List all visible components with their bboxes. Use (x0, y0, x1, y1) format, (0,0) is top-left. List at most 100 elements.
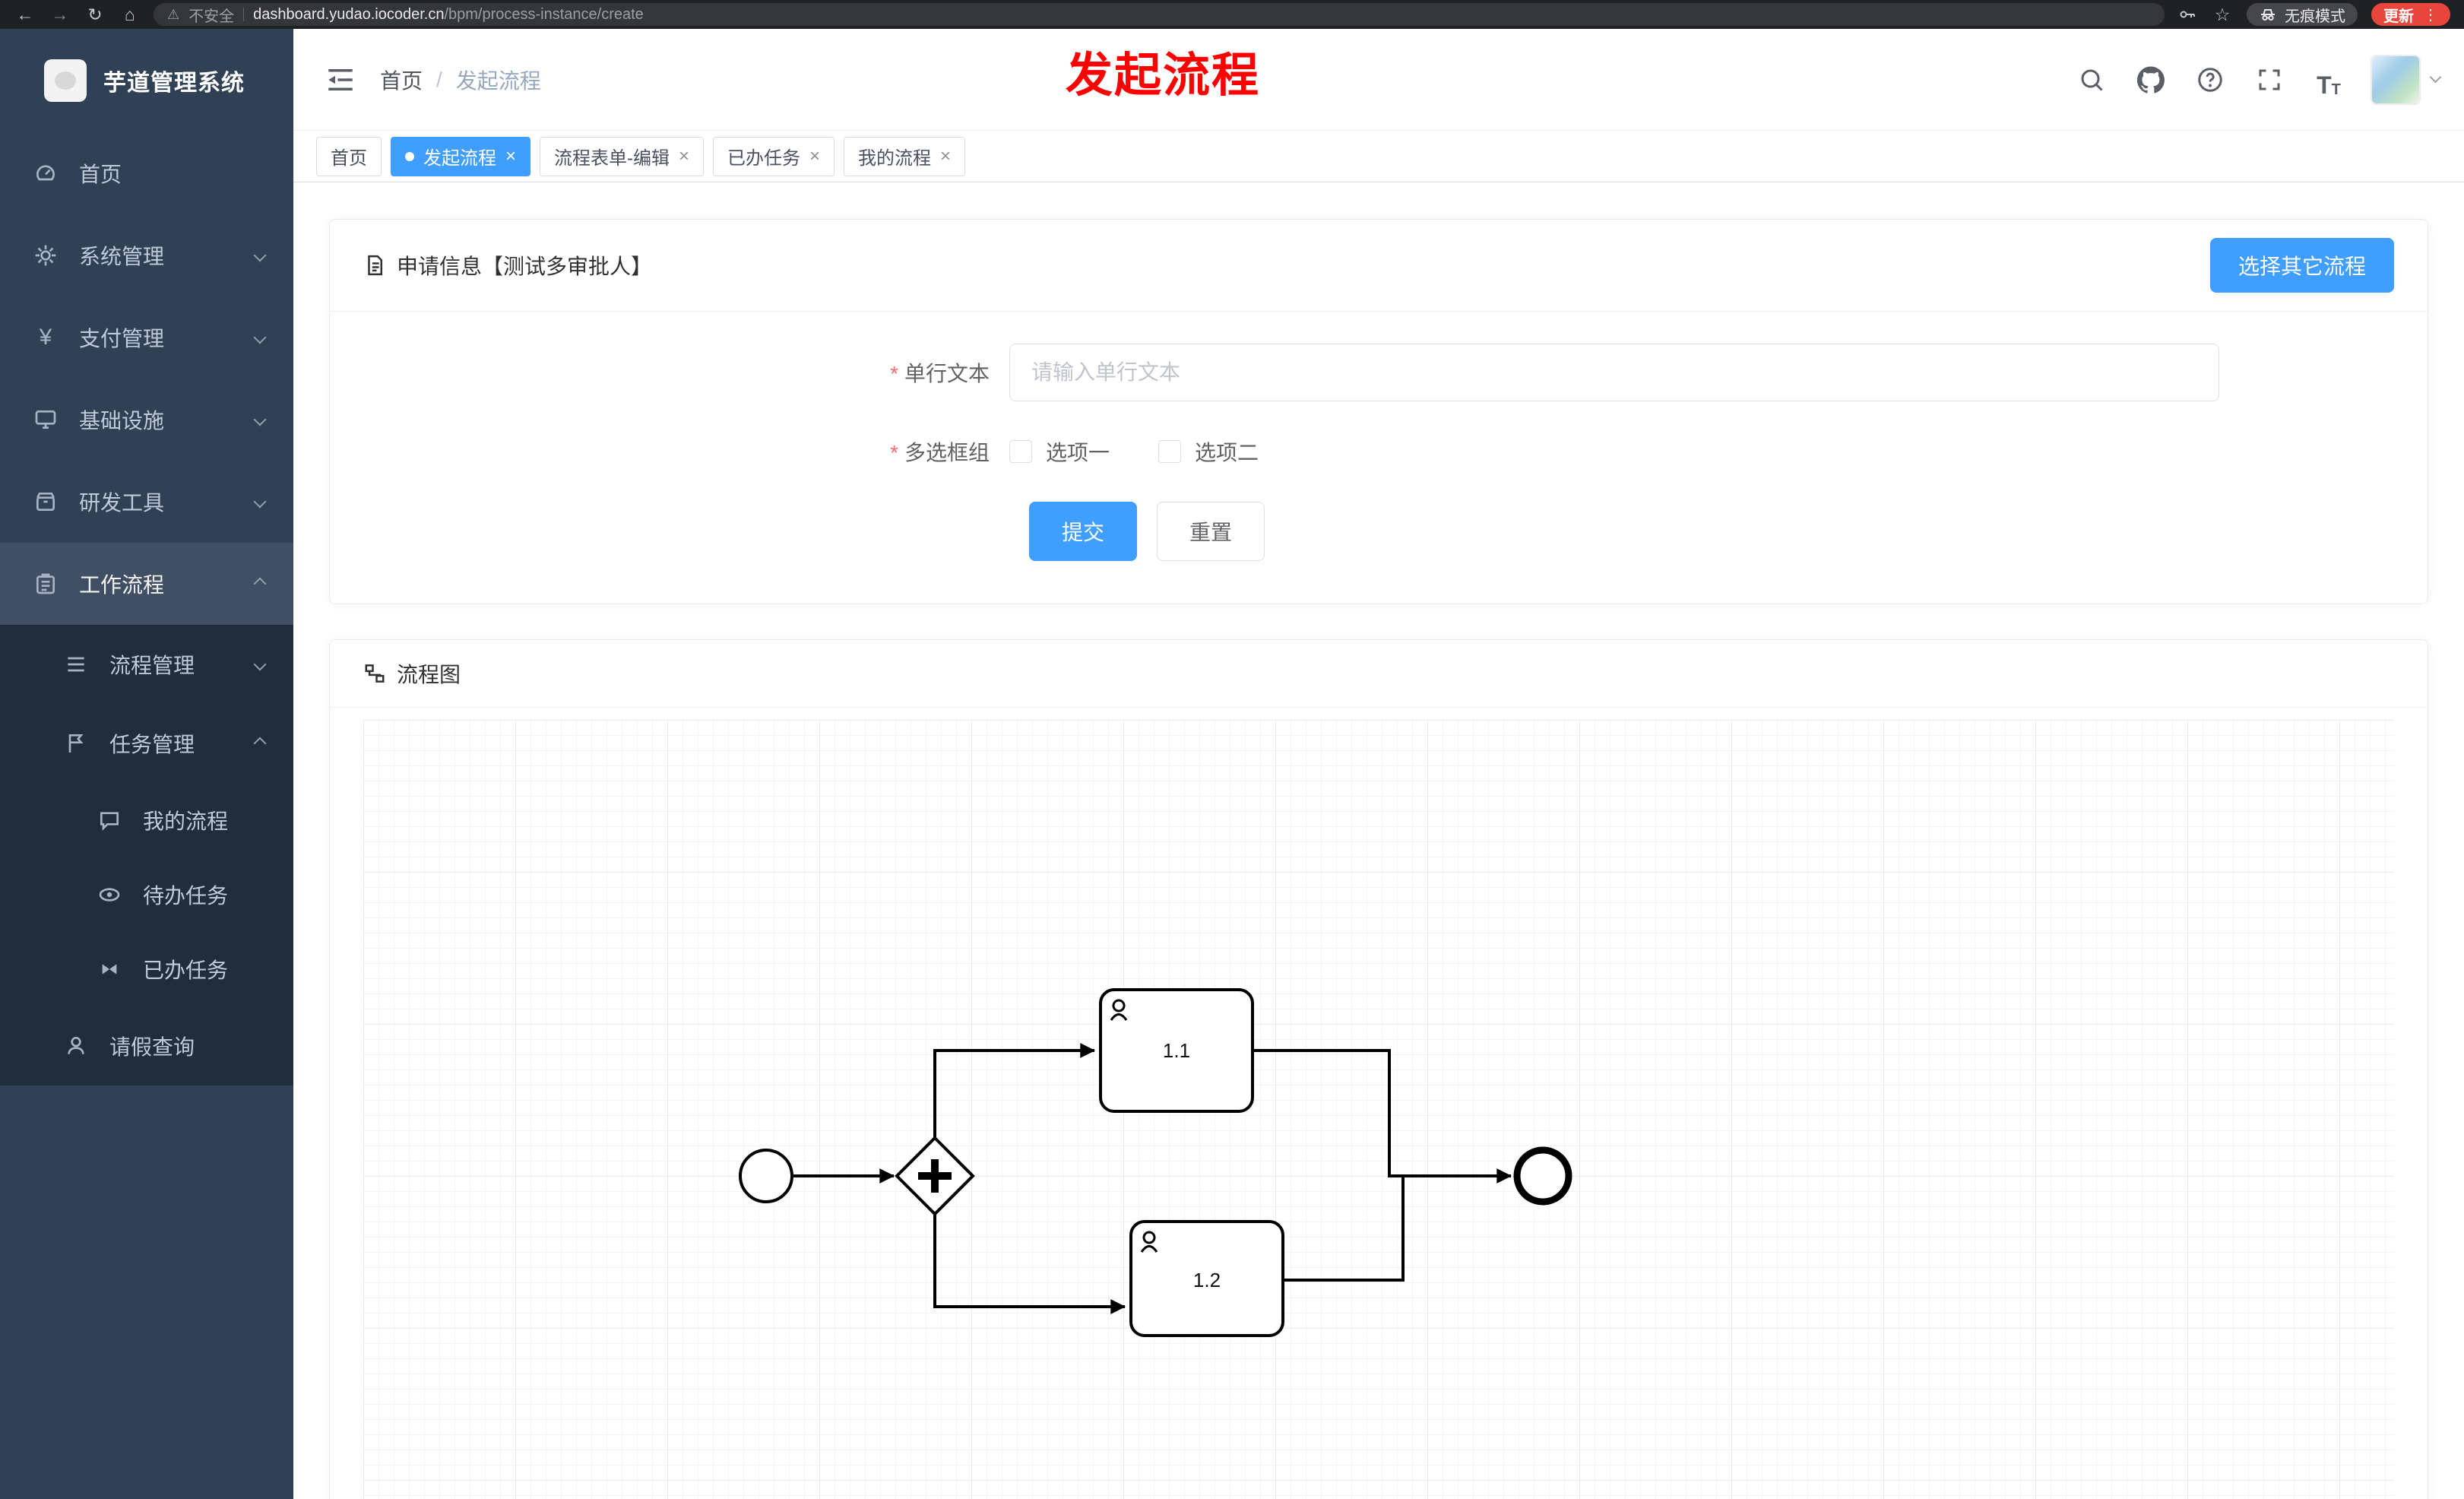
parallel-gateway[interactable] (895, 1136, 975, 1216)
flow-task2-to-end (1283, 1176, 1405, 1282)
app-logo[interactable]: 芋道管理系统 (0, 29, 293, 132)
sidebar-item-devtools[interactable]: 研发工具 (0, 461, 293, 543)
required-asterisk: * (890, 362, 898, 385)
annotation-title: 发起流程 (1066, 49, 1261, 102)
reload-icon[interactable]: ↻ (87, 5, 103, 24)
caret-down-icon (2429, 71, 2442, 84)
start-event[interactable] (739, 1149, 793, 1203)
tab-home[interactable]: 首页 (316, 136, 382, 176)
yen-icon: ¥ (39, 325, 52, 350)
tab-initiate-process[interactable]: 发起流程 × (391, 136, 531, 176)
tab-my-processes[interactable]: 我的流程 × (844, 136, 966, 176)
tab-process-form-edit[interactable]: 流程表单-编辑 × (540, 136, 705, 176)
close-icon[interactable]: × (679, 145, 690, 166)
form-actions: 提交 重置 (1029, 502, 2394, 561)
diagram-card-body: 1.1 1.2 (330, 708, 2428, 1499)
chevron-down-icon (253, 658, 267, 671)
application-form: *单行文本 *多选框组 选项一 (330, 312, 2428, 604)
gear-icon (30, 240, 61, 271)
sidebar-item-home[interactable]: 首页 (0, 132, 293, 214)
checkbox-group: 选项一 选项二 (1009, 436, 2219, 467)
sidebar-item-leave-query[interactable]: 请假查询 (0, 1006, 293, 1085)
chevron-down-icon (253, 331, 267, 344)
sidebar-item-todo-tasks[interactable]: 待办任务 (0, 857, 293, 932)
app-logo-image (44, 59, 87, 102)
breadcrumb-current: 发起流程 (455, 68, 541, 93)
avatar (2371, 54, 2421, 105)
application-card-header: 申请信息【测试多审批人】 选择其它流程 (330, 220, 2428, 312)
bpmn-canvas[interactable]: 1.1 1.2 (363, 720, 2394, 1499)
chevron-up-icon (253, 737, 267, 750)
chevron-down-icon (253, 249, 267, 262)
user-task-2[interactable]: 1.2 (1129, 1220, 1284, 1337)
eye-icon (94, 879, 125, 910)
sidebar-item-payment[interactable]: ¥ 支付管理 (0, 296, 293, 379)
close-icon[interactable]: × (505, 145, 517, 166)
checkbox-icon[interactable] (1158, 440, 1182, 463)
incognito-badge: 无痕模式 (2247, 3, 2358, 26)
password-key-icon[interactable] (2177, 4, 2198, 25)
fullscreen-icon[interactable] (2252, 62, 2287, 97)
toolbox-icon (30, 486, 61, 517)
checkbox-icon[interactable] (1009, 440, 1032, 463)
forward-icon[interactable]: → (51, 5, 69, 24)
process-diagram-card: 流程图 (329, 639, 2428, 1499)
sidebar-item-infra[interactable]: 基础设施 (0, 379, 293, 461)
flow-gateway-to-task1 (933, 1043, 1096, 1139)
user-menu[interactable] (2371, 54, 2442, 105)
sidebar: 芋道管理系统 首页 系统管理 ¥ 支付管理 (0, 29, 293, 1499)
breadcrumb-home[interactable]: 首页 (380, 68, 423, 93)
text-field-control (1009, 344, 2219, 401)
incognito-label: 无痕模式 (2285, 8, 2345, 25)
close-icon[interactable]: × (940, 145, 952, 166)
application-card-title: 申请信息【测试多审批人】 (363, 250, 652, 280)
user-task-icon (1110, 999, 1128, 1021)
checkbox-option-1[interactable]: 选项一 (1009, 436, 1110, 467)
help-icon[interactable] (2193, 62, 2228, 97)
breadcrumb: 首页 / 发起流程 (380, 65, 541, 95)
close-icon[interactable]: × (809, 145, 821, 166)
document-icon (368, 255, 382, 276)
sidebar-menu: 首页 系统管理 ¥ 支付管理 基础设施 (0, 132, 293, 1085)
checkbox-group-label: *多选框组 (890, 441, 990, 464)
sidebar-item-task-mgmt[interactable]: 任务管理 (0, 704, 293, 783)
not-secure-warning-icon: ⚠ (167, 6, 180, 22)
diagram-card-title: 流程图 (363, 658, 461, 689)
single-line-text-input[interactable] (1009, 344, 2219, 401)
chrome-update-button[interactable]: 更新 ⋮ (2371, 3, 2450, 26)
sidebar-item-system[interactable]: 系统管理 (0, 214, 293, 296)
text-field-row: *单行文本 (363, 344, 2394, 401)
sidebar-item-process-mgmt[interactable]: 流程管理 (0, 625, 293, 704)
search-icon[interactable] (2074, 62, 2109, 97)
browser-menu-dots-icon[interactable]: ⋮ (2423, 6, 2438, 24)
sidebar-item-my-processes[interactable]: 我的流程 (0, 783, 293, 857)
list-icon (61, 649, 91, 680)
user-task-icon (1140, 1231, 1158, 1253)
sidebar-item-workflow[interactable]: 工作流程 (0, 543, 293, 625)
app-title: 芋道管理系统 (103, 71, 245, 96)
clipboard-icon (30, 569, 61, 599)
user-task-1[interactable]: 1.1 (1099, 988, 1254, 1113)
sidebar-item-done-tasks[interactable]: 已办任务 (0, 932, 293, 1006)
text-field-label: *单行文本 (890, 362, 990, 385)
select-other-process-button[interactable]: 选择其它流程 (2209, 238, 2394, 293)
chat-bubble-icon (94, 805, 125, 835)
end-event[interactable] (1513, 1146, 1572, 1206)
reset-button[interactable]: 重置 (1157, 502, 1265, 561)
submit-button[interactable]: 提交 (1029, 502, 1138, 561)
tab-done-tasks[interactable]: 已办任务 × (713, 136, 835, 176)
checkbox-option-2[interactable]: 选项二 (1158, 436, 1259, 467)
flag-icon (61, 728, 91, 759)
task-label: 1.1 (1163, 1039, 1190, 1062)
back-icon[interactable]: ← (16, 5, 34, 24)
chevron-down-icon (253, 495, 267, 509)
sidebar-collapse-icon[interactable] (322, 62, 359, 98)
github-icon[interactable] (2133, 62, 2168, 97)
app-shell: 芋道管理系统 首页 系统管理 ¥ 支付管理 (0, 29, 2464, 1499)
bookmark-star-icon[interactable]: ☆ (2214, 4, 2231, 24)
home-icon[interactable]: ⌂ (125, 5, 135, 24)
address-bar[interactable]: ⚠ 不安全 dashboard.yudao.iocoder.cn/bpm/pro… (154, 3, 2165, 26)
